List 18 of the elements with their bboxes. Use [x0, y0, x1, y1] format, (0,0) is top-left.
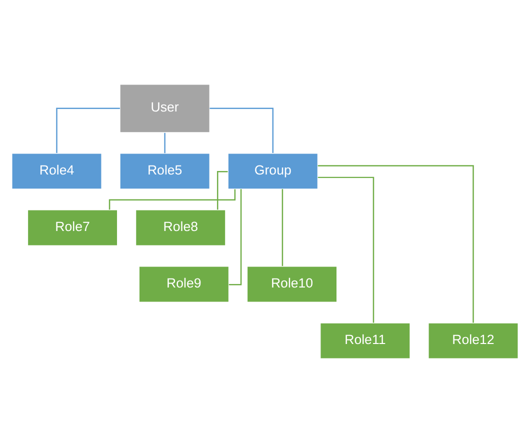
connector [216, 171, 228, 210]
connector [318, 176, 374, 323]
node-box: Role8 [135, 209, 226, 246]
node-box: Role9 [138, 266, 230, 303]
connector [56, 108, 120, 154]
node-box: Group [228, 152, 318, 190]
node-box: Role11 [320, 322, 410, 360]
node-box: Role5 [120, 152, 210, 190]
node-box: Role7 [27, 209, 118, 246]
connector [318, 165, 474, 323]
node-box: User [120, 84, 210, 133]
connector [108, 189, 236, 210]
connector [282, 189, 284, 266]
node-box: Role10 [246, 266, 338, 303]
connector [210, 108, 274, 154]
node-box: Role12 [428, 322, 519, 360]
connector [164, 132, 166, 154]
node-box: Role4 [11, 152, 102, 190]
